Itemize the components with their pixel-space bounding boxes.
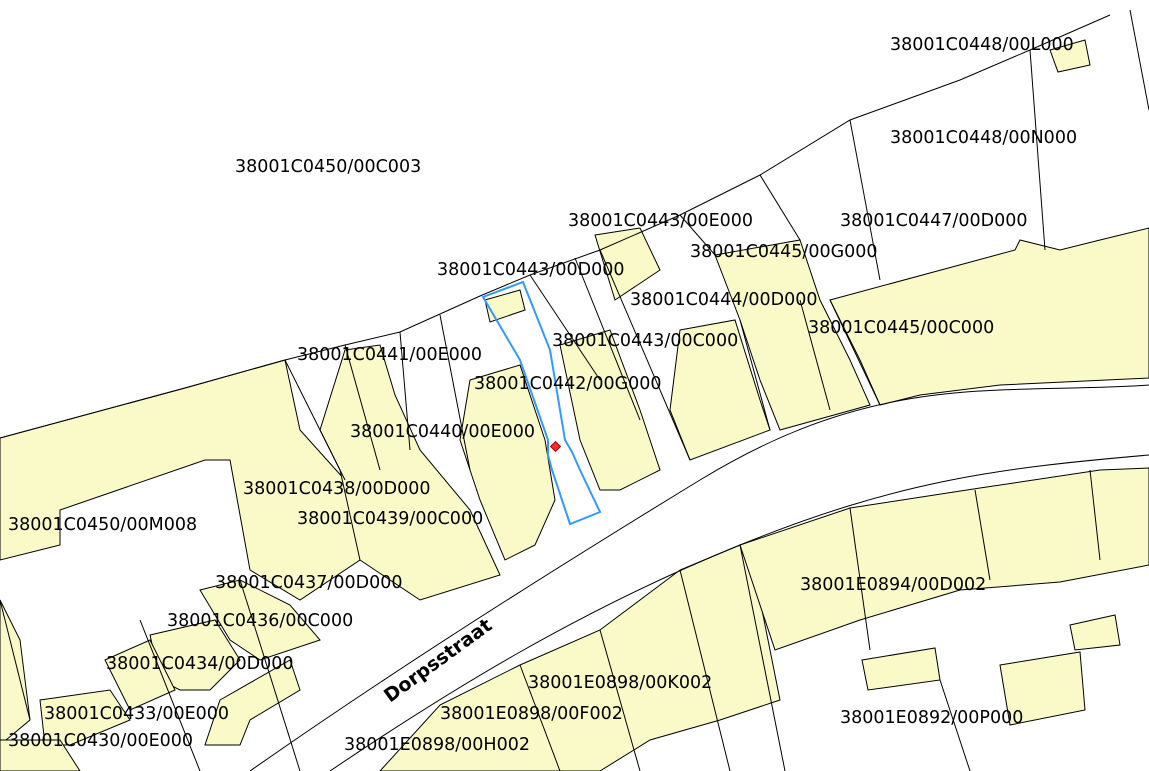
- building: [1049, 39, 1091, 73]
- selection-marker-icon[interactable]: [549, 440, 562, 453]
- parcel-label[interactable]: 38001C0437/00D000: [215, 573, 402, 593]
- building: [0, 359, 361, 601]
- selected-parcel[interactable]: [481, 280, 602, 526]
- parcel-label[interactable]: 38001C0434/00D000: [106, 654, 293, 674]
- building: [861, 647, 941, 691]
- parcel-label[interactable]: 38001C0445/00C000: [808, 318, 994, 338]
- building: [0, 599, 31, 746]
- building: [559, 329, 661, 491]
- building: [39, 689, 131, 746]
- parcel-label[interactable]: 38001E0898/00H002: [344, 735, 530, 755]
- parcel-label[interactable]: 38001C0448/00L000: [890, 35, 1074, 55]
- parcel-label[interactable]: 38001E0892/00P000: [840, 708, 1023, 728]
- road-edges-layer: [249, 384, 1149, 771]
- building: [739, 467, 1149, 651]
- building: [999, 651, 1086, 726]
- parcel-labels-layer: 38001C0448/00L000 38001C0448/00N000 3800…: [8, 35, 1077, 755]
- parcel-label[interactable]: 38001C0450/00C003: [235, 157, 421, 177]
- building: [594, 227, 661, 301]
- parcel-label[interactable]: 38001C0441/00E000: [297, 345, 482, 365]
- building: [459, 364, 556, 561]
- selection-outline[interactable]: [481, 280, 602, 526]
- parcel-label[interactable]: 38001C0436/00C000: [167, 611, 353, 631]
- buildings-layer: [0, 39, 1149, 771]
- parcel-label[interactable]: 38001C0443/00C000: [552, 331, 738, 351]
- parcel-label[interactable]: 38001C0447/00D000: [840, 211, 1027, 231]
- parcel-label[interactable]: 38001E0898/00F002: [440, 704, 623, 724]
- parcel-label[interactable]: 38001C0433/00E000: [44, 704, 229, 724]
- parcel-label[interactable]: 38001C0450/00M008: [8, 515, 197, 535]
- parcel-label[interactable]: 38001C0444/00D000: [630, 290, 817, 310]
- parcel-label[interactable]: 38001C0440/00E000: [350, 422, 535, 442]
- parcel-label[interactable]: 38001C0448/00N000: [890, 128, 1077, 148]
- road-edge-north: [249, 384, 1149, 771]
- building: [484, 289, 526, 323]
- parcel-label[interactable]: 38001C0443/00D000: [437, 260, 624, 280]
- building: [204, 659, 301, 746]
- road-edge-south: [329, 454, 1149, 771]
- building: [714, 239, 871, 431]
- building: [104, 639, 176, 711]
- parcel-label[interactable]: 38001C0439/00C000: [297, 509, 483, 529]
- building: [1069, 614, 1121, 651]
- parcel-label[interactable]: 38001E0894/00D002: [800, 575, 986, 595]
- parcel-boundaries-layer: [0, 9, 1149, 771]
- parcel-label[interactable]: 38001C0443/00E000: [568, 211, 753, 231]
- building: [829, 227, 1149, 406]
- parcel-label[interactable]: 38001C0442/00G000: [474, 374, 662, 394]
- parcel-label[interactable]: 38001E0898/00K002: [528, 673, 712, 693]
- building: [0, 739, 81, 771]
- parcel-label[interactable]: 38001C0430/00E000: [8, 731, 193, 751]
- parcel-label[interactable]: 38001C0445/00G000: [690, 242, 878, 262]
- parcel-label[interactable]: 38001C0438/00D000: [243, 479, 430, 499]
